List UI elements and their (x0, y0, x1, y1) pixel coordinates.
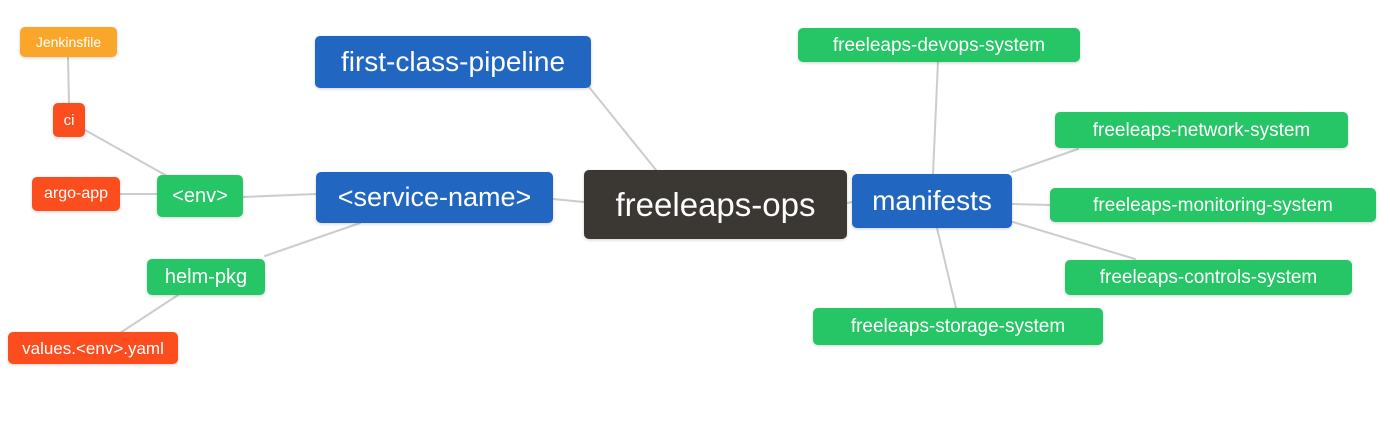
node-jenkinsfile[interactable]: Jenkinsfile (20, 27, 117, 57)
node-service-name[interactable]: <service-name> (316, 172, 553, 223)
edge-manifests--freeleaps-controls-system (1012, 221, 1136, 260)
node-ci[interactable]: ci (53, 103, 85, 137)
edge-manifests--freeleaps-storage-system (936, 227, 957, 309)
node-argo-app[interactable]: argo-app (32, 177, 120, 211)
node-helm-pkg[interactable]: helm-pkg (147, 259, 265, 295)
node-first-class-pipeline[interactable]: first-class-pipeline (315, 36, 591, 88)
node-freeleaps-devops-system[interactable]: freeleaps-devops-system (798, 28, 1080, 62)
node-freeleaps-ops[interactable]: freeleaps-ops (584, 170, 847, 239)
edge-freeleaps-ops--manifests (846, 201, 853, 204)
node-freeleaps-storage-system[interactable]: freeleaps-storage-system (813, 308, 1103, 345)
edge-manifests--freeleaps-monitoring-system (1011, 203, 1051, 206)
edge-service-name--freeleaps-ops (552, 198, 585, 203)
edge-ci--env (84, 129, 168, 177)
node-freeleaps-network-system[interactable]: freeleaps-network-system (1055, 112, 1348, 148)
node-freeleaps-controls-system[interactable]: freeleaps-controls-system (1065, 260, 1352, 295)
edge-env--service-name (242, 193, 317, 198)
edge-first-class-pipeline--freeleaps-ops (588, 86, 657, 171)
node-values-env-yaml[interactable]: values.<env>.yaml (8, 332, 178, 364)
edge-values-env-yaml--helm-pkg (119, 294, 179, 334)
edge-jenkinsfile--ci (67, 56, 70, 105)
edge-manifests--freeleaps-devops-system (932, 60, 939, 175)
node-manifests[interactable]: manifests (852, 174, 1012, 228)
node-freeleaps-monitoring-system[interactable]: freeleaps-monitoring-system (1050, 188, 1376, 222)
edge-manifests--freeleaps-network-system (1011, 148, 1079, 173)
node-env[interactable]: <env> (157, 175, 243, 217)
edge-helm-pkg--service-name (264, 222, 361, 257)
